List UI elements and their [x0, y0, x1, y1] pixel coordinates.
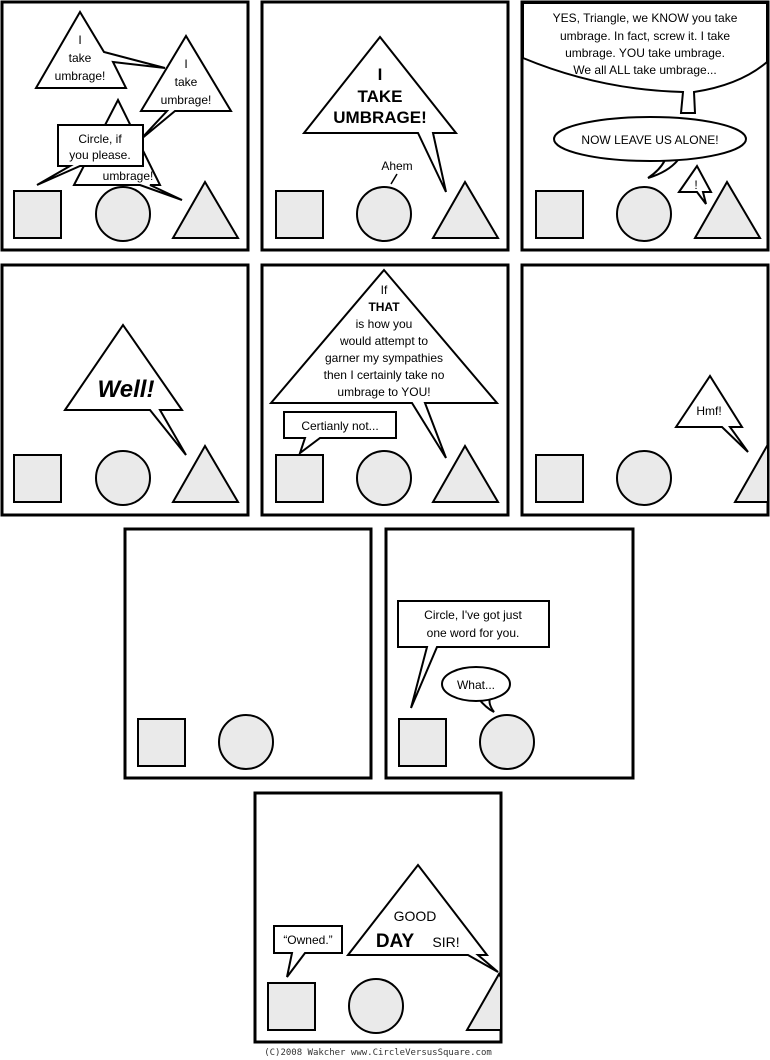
panel-4: Well!	[0, 263, 250, 517]
bubble-text: SIR!	[432, 934, 459, 950]
box-text: “Owned.”	[283, 933, 332, 947]
speech-triangle	[268, 268, 500, 459]
triangle-character	[693, 180, 762, 239]
cloud-text: We all ALL take umbrage...	[573, 63, 716, 77]
panel-8: Circle, I've got just one word for you. …	[384, 527, 635, 780]
square-character	[267, 982, 316, 1031]
circle-character	[479, 714, 535, 770]
triangle-character	[171, 180, 240, 239]
speech-box	[273, 925, 343, 978]
circle-character	[356, 186, 412, 242]
exclaim-text: !	[694, 178, 697, 192]
bubble-text: THAT	[368, 300, 400, 314]
speech-box	[283, 411, 397, 456]
speech-triangle	[63, 323, 187, 456]
cloud-text: umbrage. In fact, screw it. I take	[560, 29, 730, 43]
bubble-text: Hmf!	[696, 404, 721, 418]
square-character	[13, 190, 62, 239]
triangle-character	[171, 444, 240, 503]
triangle-character	[465, 972, 500, 1031]
speech-triangle-1	[34, 10, 166, 89]
bubble-text: umbrage to YOU!	[337, 385, 430, 399]
bubble-text: take	[175, 75, 198, 89]
circle-character	[356, 450, 412, 506]
speech-box	[36, 124, 144, 186]
bubble-text: then I certainly take no	[324, 368, 445, 382]
panel-7	[123, 527, 373, 780]
speech-cloud	[522, 2, 768, 114]
square-character	[137, 718, 186, 767]
circle-character	[348, 978, 404, 1034]
square-character	[13, 454, 62, 503]
speech-oval	[441, 666, 511, 702]
speech-triangle	[674, 374, 749, 453]
oval-text: NOW LEAVE US ALONE!	[581, 133, 718, 147]
bubble-text: take	[69, 51, 92, 65]
bubble-text: is how you	[356, 317, 413, 331]
bubble-text: garner my sympathies	[325, 351, 443, 365]
panel-5: If THAT is how you would attempt to garn…	[260, 263, 510, 517]
panel-1: I take umbrage! I take umbrage! Circle, …	[0, 0, 250, 252]
panel-6: Hmf!	[520, 263, 770, 517]
panel-2: I TAKE UMBRAGE! Ahem	[260, 0, 510, 252]
circle-character	[616, 450, 672, 506]
speech-triangle	[345, 863, 499, 973]
square-character	[535, 190, 584, 239]
oval-text: What...	[457, 678, 495, 692]
bubble-text: If	[381, 283, 388, 297]
bubble-text: I	[78, 33, 81, 47]
speech-oval-tail	[647, 159, 681, 179]
ahem-text: Ahem	[381, 159, 412, 173]
box-text: Circle, if	[78, 132, 122, 146]
speech-oval	[553, 116, 747, 162]
speech-triangle-2	[139, 34, 233, 141]
bubble-text: umbrage!	[103, 169, 154, 183]
bubble-text: umbrage!	[55, 69, 106, 83]
exclaim-triangle	[677, 164, 713, 205]
square-character	[535, 454, 584, 503]
bubble-text: UMBRAGE!	[333, 108, 427, 127]
circle-character	[616, 186, 672, 242]
box-text: you please.	[69, 148, 130, 162]
circle-character	[95, 450, 151, 506]
bubble-text: I	[378, 65, 383, 84]
panel-9: “Owned.” GOOD DAY SIR!	[253, 791, 503, 1044]
credit-text: (C)2008 Wakcher www.CircleVersusSquare.c…	[264, 1048, 492, 1058]
bubble-text: Well!	[98, 376, 155, 403]
square-character	[275, 190, 324, 239]
square-character	[398, 718, 447, 767]
box-text: Certianly not...	[301, 419, 378, 433]
square-character	[275, 454, 324, 503]
bubble-text: TAKE	[357, 87, 402, 106]
circle-character	[218, 714, 274, 770]
cloud-text: YES, Triangle, we KNOW you take	[553, 11, 738, 25]
cloud-text: umbrage. YOU take umbrage.	[565, 46, 725, 60]
bubble-text: umbrage!	[161, 93, 212, 107]
bubble-text: I	[184, 57, 187, 71]
triangle-character	[431, 180, 500, 239]
speech-triangle	[301, 35, 459, 193]
bubble-text: would attempt to	[339, 334, 428, 348]
circle-character	[95, 186, 151, 242]
box-text: Circle, I've got just	[424, 608, 522, 622]
speech-box	[397, 600, 550, 709]
triangle-character	[733, 444, 767, 503]
triangle-character	[431, 444, 500, 503]
bubble-text: GOOD	[394, 908, 437, 924]
bubble-text: DAY	[376, 931, 415, 952]
box-text: one word for you.	[427, 626, 520, 640]
panel-3: YES, Triangle, we KNOW you take umbrage.…	[520, 0, 770, 252]
